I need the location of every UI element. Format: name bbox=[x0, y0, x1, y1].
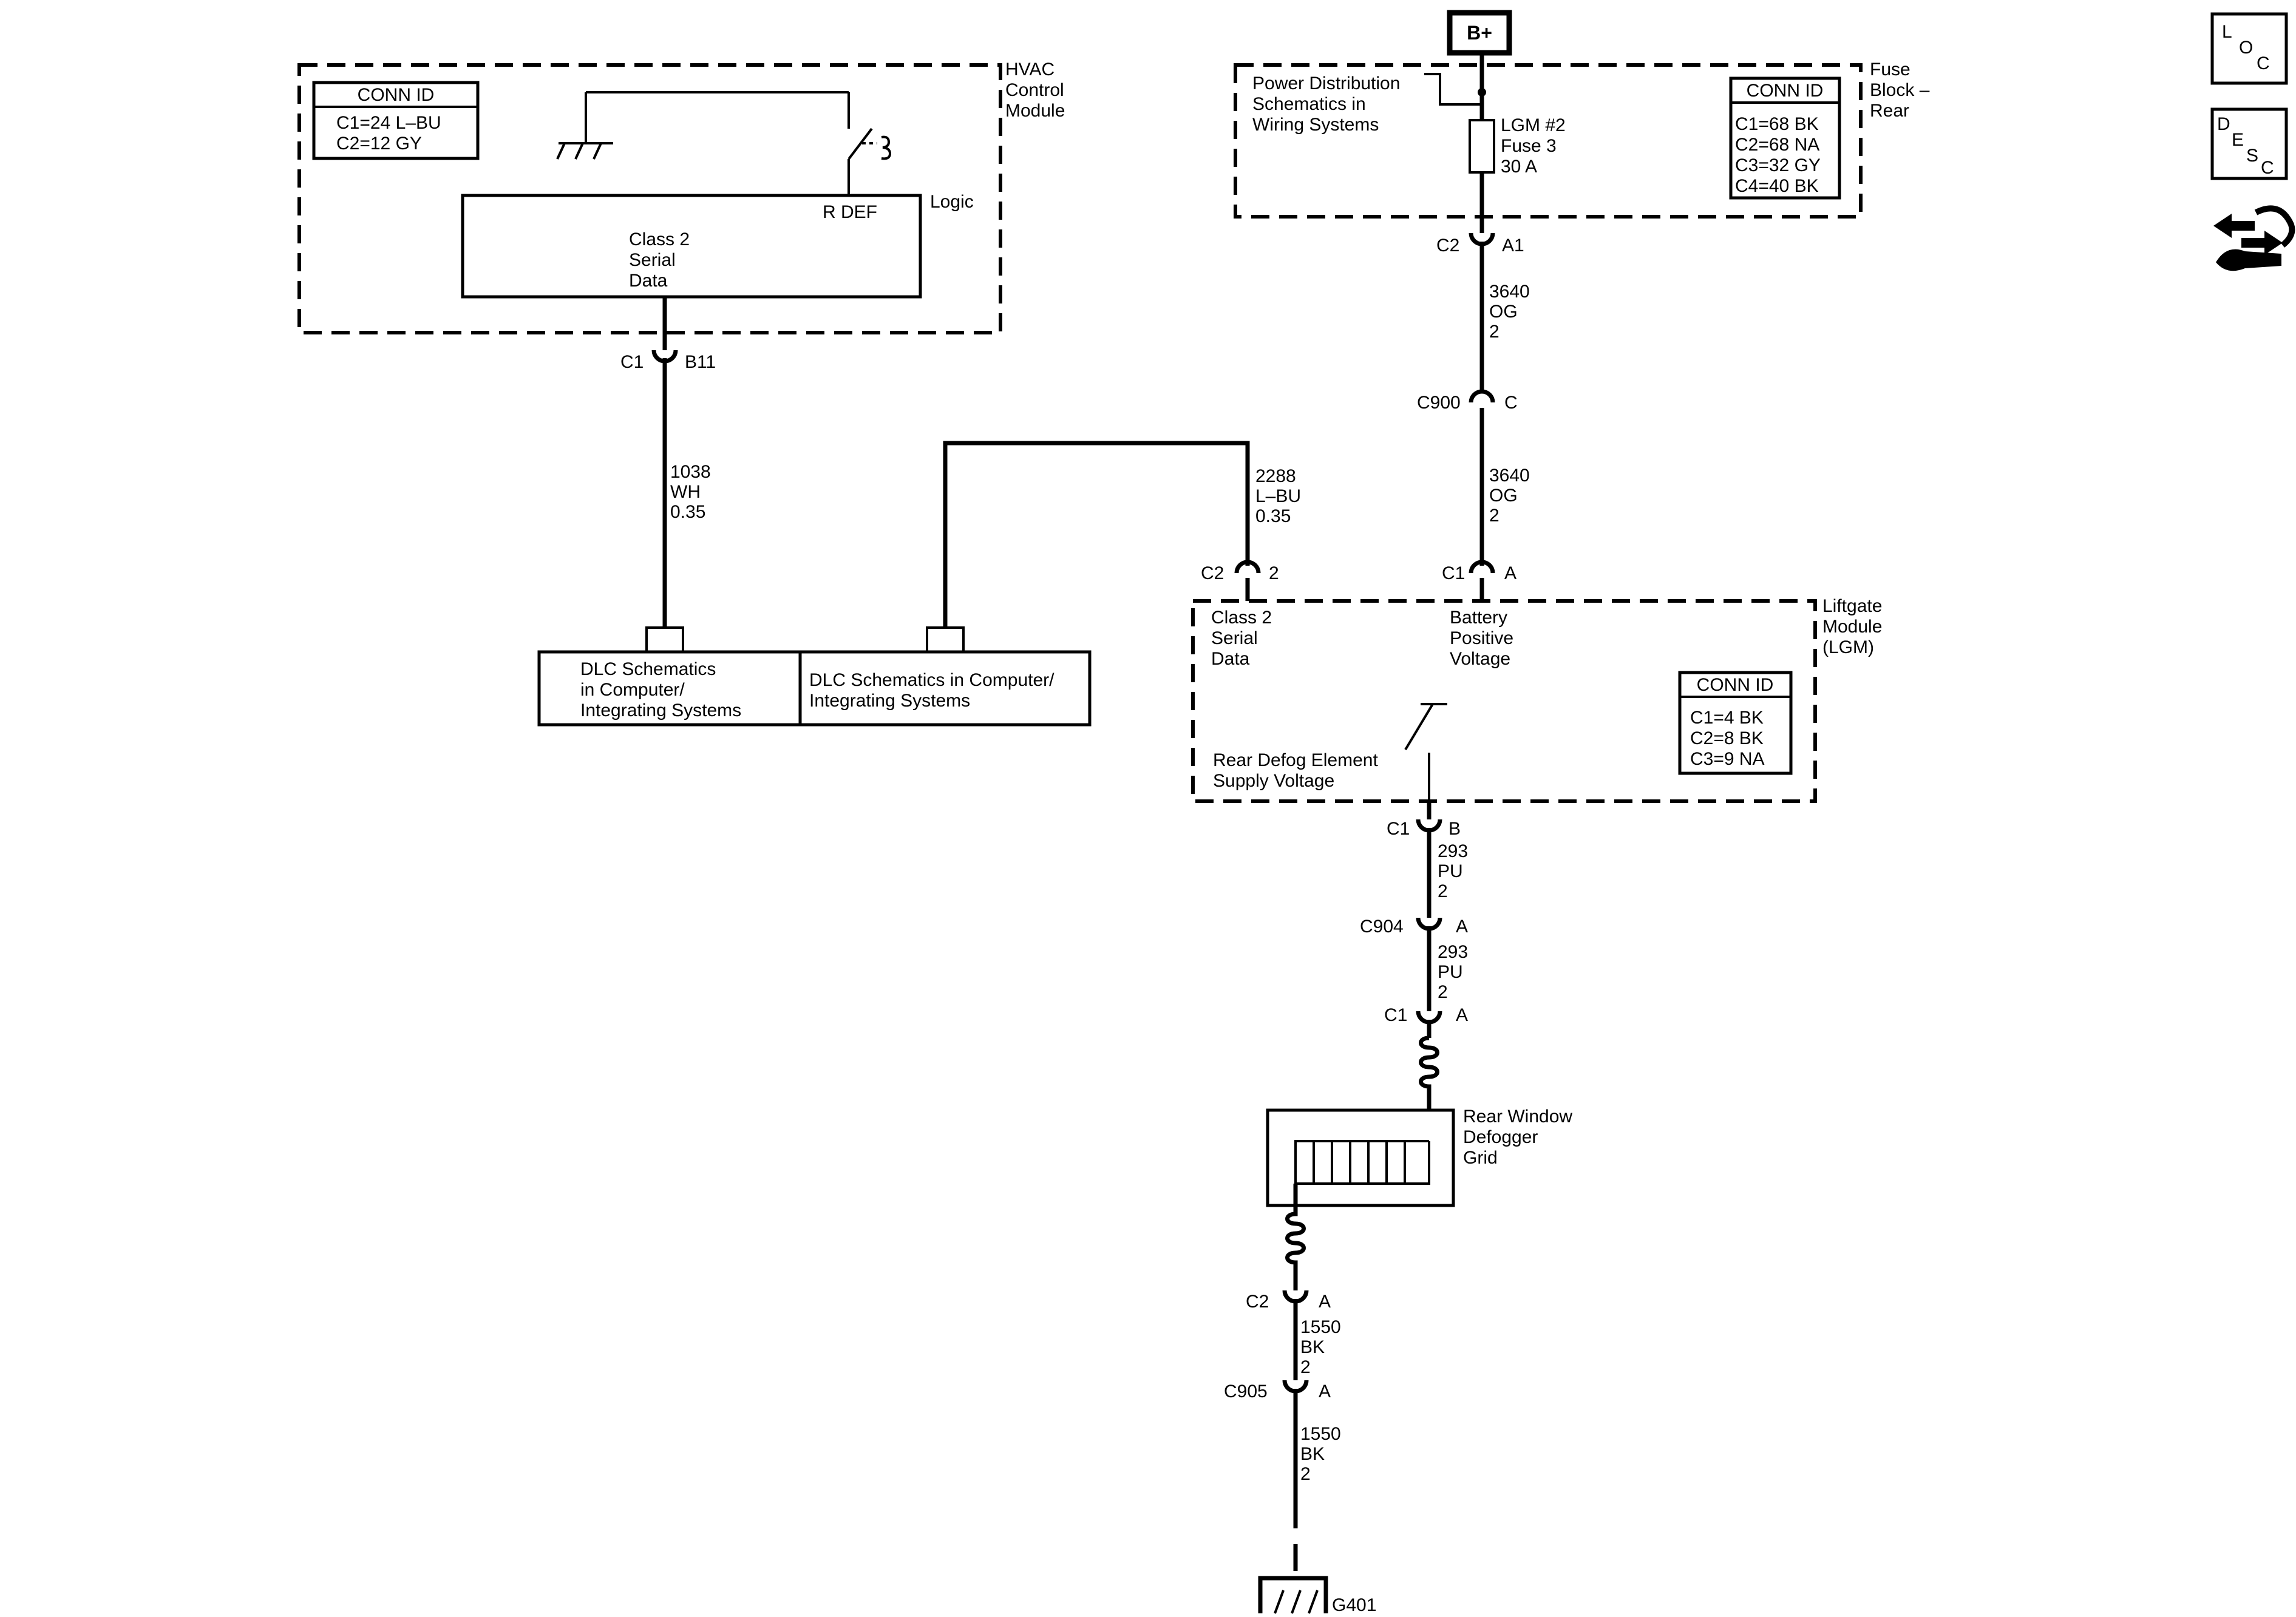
hvac-serial-label: Class 2 Serial Data bbox=[629, 229, 695, 291]
wrench-arrows-icon[interactable] bbox=[2213, 205, 2295, 271]
svg-text:DLC Schematics in Comput: DLC Schematics in Computer/ Integrating … bbox=[580, 659, 741, 720]
svg-text:A1: A1 bbox=[1502, 236, 1524, 256]
hvac-ground-icon bbox=[556, 92, 613, 160]
svg-text:C2=8 BK: C2=8 BK bbox=[1690, 728, 1764, 748]
svg-text:L: L bbox=[2222, 22, 2232, 42]
svg-text:C2=68 NA: C2=68 NA bbox=[1735, 135, 1819, 155]
svg-text:C1=4 BK: C1=4 BK bbox=[1690, 708, 1764, 728]
svg-text:C1: C1 bbox=[1387, 819, 1410, 839]
desc-button[interactable]: D E S C bbox=[2210, 107, 2288, 180]
svg-text:A: A bbox=[1456, 1005, 1468, 1025]
grid-c1-connector: C1 A bbox=[1384, 1005, 1468, 1038]
lower-coil-icon bbox=[1285, 1184, 1306, 1290]
fuse-icon bbox=[1469, 119, 1495, 174]
wire-293-b-label: 293 PU 2 bbox=[1438, 942, 1473, 1002]
grid-c2-connector: C2 A bbox=[1246, 1290, 1331, 1317]
svg-text:C3=32 GY: C3=32 GY bbox=[1735, 155, 1821, 175]
svg-text:A: A bbox=[1504, 563, 1517, 583]
svg-text:C1=68 BK: C1=68 BK bbox=[1735, 114, 1819, 134]
defogger-grid-icon bbox=[1266, 1108, 1455, 1207]
wire-1550-b-label: 1550 BK 2 bbox=[1300, 1424, 1346, 1484]
svg-text:C: C bbox=[2257, 53, 2270, 73]
fuse-block-rear: Fuse Block – Rear Power Distribution Sch… bbox=[1234, 59, 1935, 219]
lgm-battery-label: Battery Positive Voltage bbox=[1450, 608, 1518, 669]
lgm-conn-id-box: CONN ID C1=4 BK C2=8 BK C3=9 NA bbox=[1678, 671, 1793, 775]
svg-text:C4=40 BK: C4=40 BK bbox=[1735, 176, 1819, 196]
wire-2288 bbox=[943, 441, 1250, 628]
svg-text:A: A bbox=[1319, 1381, 1331, 1402]
svg-text:C1=24 L–BU: C1=24 L–BU bbox=[336, 113, 441, 133]
svg-text:C2=12 GY: C2=12 GY bbox=[336, 134, 422, 154]
rdef-switch-icon bbox=[847, 127, 892, 195]
svg-text:C: C bbox=[1504, 393, 1518, 413]
fuse-block-c2-connector: C2 A1 bbox=[1436, 232, 1524, 256]
lgm-c2-connector: C2 2 bbox=[1201, 560, 1279, 601]
wire-1550-a-label: 1550 BK 2 bbox=[1300, 1317, 1346, 1377]
svg-text:B11: B11 bbox=[685, 352, 716, 372]
c905-connector: C905 A bbox=[1224, 1380, 1331, 1407]
hvac-control-module: HVAC Control Module CONN ID C1=24 L–BU C… bbox=[297, 59, 1069, 334]
wire-2288-label: 2288 L–BU 0.35 bbox=[1255, 466, 1306, 526]
defogger-grid-label: Rear Window Defogger Grid bbox=[1463, 1107, 1577, 1168]
fuse-block-title: Fuse Block – Rear bbox=[1870, 59, 1935, 121]
svg-text:A: A bbox=[1456, 917, 1468, 937]
svg-text:D: D bbox=[2217, 114, 2230, 134]
svg-text:B: B bbox=[1449, 819, 1461, 839]
wire-1038-label: 1038 WH 0.35 bbox=[670, 462, 716, 522]
svg-text:C904: C904 bbox=[1360, 917, 1404, 937]
svg-text:B+: B+ bbox=[1467, 22, 1492, 44]
fuse-block-outline bbox=[1234, 63, 1863, 219]
g401-ground-icon bbox=[1258, 1576, 1328, 1614]
fuse-block-conn-id-box: CONN ID C1=68 BK C2=68 NA C3=32 GY C4=40… bbox=[1729, 76, 1841, 200]
wire-293-a-label: 293 PU 2 bbox=[1438, 841, 1473, 901]
wire-3640-b-label: 3640 OG 2 bbox=[1489, 466, 1535, 526]
svg-text:C1: C1 bbox=[1384, 1005, 1407, 1025]
lgm-serial-label: Class 2 Serial Data bbox=[1211, 608, 1277, 669]
loc-button[interactable]: L O C bbox=[2210, 12, 2288, 85]
svg-text:E: E bbox=[2232, 130, 2244, 150]
b-plus-box: B+ bbox=[1447, 10, 1512, 56]
svg-text:DLC Schematics in Computer/: DLC Schematics in Computer/ Integrating … bbox=[809, 670, 1059, 711]
svg-text:C: C bbox=[2261, 158, 2274, 178]
svg-text:CONN ID: CONN ID bbox=[1697, 675, 1774, 695]
svg-text:C3=9 NA: C3=9 NA bbox=[1690, 749, 1765, 769]
svg-text:2: 2 bbox=[1269, 563, 1279, 583]
power-distribution-label: Power Distribution Schematics in Wiring … bbox=[1252, 73, 1405, 135]
hvac-conn-id-box: CONN ID C1=24 L–BU C2=12 GY bbox=[312, 81, 480, 160]
svg-text:S: S bbox=[2246, 146, 2258, 166]
liftgate-module: Liftgate Module (LGM) Class 2 Serial Dat… bbox=[1191, 596, 1887, 803]
svg-text:C2: C2 bbox=[1246, 1292, 1269, 1312]
hvac-title: HVAC Control Module bbox=[1005, 59, 1069, 121]
upper-coil-icon bbox=[1419, 1036, 1439, 1141]
svg-text:C905: C905 bbox=[1224, 1381, 1268, 1402]
hvac-logic-box bbox=[461, 194, 922, 299]
svg-text:CONN ID: CONN ID bbox=[1747, 81, 1824, 101]
lgm-c1-b-connector: C1 B bbox=[1387, 819, 1461, 840]
dlc-right-box: DLC Schematics in Computer/ Integrating … bbox=[798, 626, 1092, 727]
ground-label: G401 bbox=[1332, 1595, 1376, 1615]
hvac-module-outline bbox=[297, 63, 1002, 334]
hvac-logic-label: Logic bbox=[930, 192, 974, 212]
hvac-rdef-label: R DEF bbox=[823, 202, 877, 222]
svg-text:CONN ID: CONN ID bbox=[358, 85, 435, 105]
fuse-label: LGM #2 Fuse 3 30 A bbox=[1501, 115, 1571, 177]
svg-text:C2: C2 bbox=[1436, 236, 1459, 256]
svg-text:A: A bbox=[1319, 1292, 1331, 1312]
lgm-defog-switch-icon bbox=[1404, 703, 1447, 801]
svg-text:O: O bbox=[2239, 38, 2253, 58]
dlc-left-box: DLC Schematics in Computer/ Integrating … bbox=[537, 626, 802, 727]
c904-connector: C904 A bbox=[1360, 917, 1468, 938]
svg-text:C2: C2 bbox=[1201, 563, 1224, 583]
svg-text:C1: C1 bbox=[1442, 563, 1465, 583]
wire-3640-a-label: 3640 OG 2 bbox=[1489, 282, 1535, 342]
lgm-c1-connector: C1 A bbox=[1442, 560, 1517, 601]
lgm-defog-label: Rear Defog Element Supply Voltage bbox=[1213, 750, 1383, 791]
hvac-c1-connector: C1 B11 bbox=[620, 350, 716, 373]
lgm-outline bbox=[1191, 599, 1817, 803]
svg-text:C900: C900 bbox=[1417, 393, 1461, 413]
c900-connector: C900 C bbox=[1417, 389, 1518, 425]
svg-text:C1: C1 bbox=[620, 352, 644, 372]
lgm-title: Liftgate Module (LGM) bbox=[1822, 596, 1887, 657]
